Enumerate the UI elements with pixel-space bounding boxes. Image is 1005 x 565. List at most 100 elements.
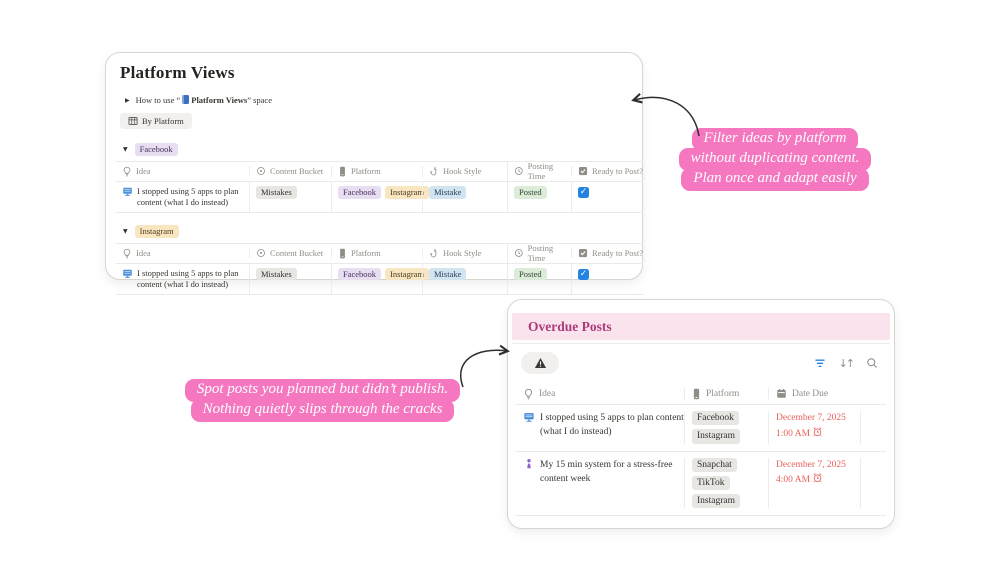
table-header: Idea Content Bucket Platform Hook Style … xyxy=(116,160,643,182)
hook-icon xyxy=(429,248,437,257)
empty-cell xyxy=(860,411,886,444)
howto-text: How to use “Platform Views” space xyxy=(135,95,272,105)
table-row[interactable]: I stopped using 5 apps to plan content (… xyxy=(116,263,643,295)
column-header-ready-to-post[interactable]: Ready to Post? xyxy=(571,166,643,177)
table-header: Idea Content Bucket Platform Hook Style … xyxy=(116,242,643,264)
date-due-text: December 7, 2025 4:00 AM xyxy=(776,459,846,486)
hook-style-cell[interactable]: Mistake xyxy=(422,263,507,294)
tag-instagram: Instagram xyxy=(692,429,740,444)
empty-cell xyxy=(860,457,886,509)
column-header-posting-time[interactable]: Posting Time xyxy=(507,161,571,182)
column-header-platform[interactable]: Platform xyxy=(684,387,768,400)
table-row[interactable]: I stopped using 5 apps to plan content (… xyxy=(516,405,886,452)
ready-cell[interactable]: ✓ xyxy=(571,181,643,212)
filter-icon[interactable] xyxy=(814,358,826,369)
overdue-table: Idea Platform Date Due I stopped using 5… xyxy=(516,383,886,517)
note-line: Filter ideas by platform xyxy=(691,128,859,151)
hook-style-cell[interactable]: Mistake xyxy=(422,181,507,212)
platform-cell[interactable]: Facebook Instagram xyxy=(331,263,430,294)
platform-cell[interactable]: Facebook Instagram xyxy=(331,181,430,212)
tag-instagram: Instagram xyxy=(385,185,430,199)
tag-posted: Posted xyxy=(514,185,547,199)
table-grid-icon xyxy=(128,117,138,125)
target-icon xyxy=(257,167,265,176)
column-header-hook-style[interactable]: Hook Style xyxy=(422,247,507,259)
table-row[interactable]: I stopped using 5 apps to plan content (… xyxy=(116,181,643,213)
date-due-cell[interactable]: December 7, 2025 1:00 AM xyxy=(768,411,860,444)
checkbox-icon xyxy=(578,167,588,176)
idea-text: I stopped using 5 apps to plan content (… xyxy=(540,413,684,438)
idea-text: I stopped using 5 apps to plan content (… xyxy=(137,185,239,208)
ready-checkbox-checked[interactable]: ✓ xyxy=(578,268,589,280)
column-header-platform[interactable]: Platform xyxy=(331,247,422,259)
howto-toggle-row[interactable]: ▶ How to use “Platform Views” space xyxy=(125,95,642,105)
note-line: Plan once and adapt easily xyxy=(681,168,869,191)
chevron-right-icon[interactable]: ▶ xyxy=(125,96,130,104)
tag-facebook: Facebook xyxy=(692,411,739,426)
tag-facebook: Facebook xyxy=(338,185,382,199)
ready-checkbox-checked[interactable]: ✓ xyxy=(578,186,589,198)
table-header: Idea Platform Date Due xyxy=(516,383,886,405)
column-header-hook-style[interactable]: Hook Style xyxy=(422,165,507,177)
idea-cell[interactable]: I stopped using 5 apps to plan content (… xyxy=(116,182,249,212)
platform-cell[interactable]: Snapchat TikTok Instagram xyxy=(684,457,768,509)
warning-button[interactable] xyxy=(521,352,559,374)
column-header-idea[interactable]: Idea xyxy=(116,166,249,177)
chevron-down-icon[interactable]: ▼ xyxy=(123,227,128,235)
group-header-facebook[interactable]: ▼ Facebook xyxy=(123,143,642,156)
posting-time-cell[interactable]: Posted xyxy=(507,181,571,212)
overdue-title: Overdue Posts xyxy=(528,318,612,334)
ready-cell[interactable]: ✓ xyxy=(571,263,643,294)
idea-cell[interactable]: I stopped using 5 apps to plan content (… xyxy=(516,411,684,444)
column-header-date-due[interactable]: Date Due xyxy=(768,388,860,399)
alarm-clock-icon xyxy=(813,473,823,483)
column-header-idea[interactable]: Idea xyxy=(516,388,684,400)
idea-cell[interactable]: I stopped using 5 apps to plan content (… xyxy=(116,264,249,294)
search-icon[interactable] xyxy=(866,357,878,369)
platform-table-facebook: Idea Content Bucket Platform Hook Style … xyxy=(116,160,643,213)
column-header-ready-to-post[interactable]: Ready to Post? xyxy=(571,248,643,258)
idea-cell[interactable]: My 15 min system for a stress-free conte… xyxy=(516,458,684,509)
column-header-platform[interactable]: Platform xyxy=(331,165,422,177)
tag-instagram: Instagram xyxy=(385,267,430,281)
sort-icon[interactable]: ↓↑ xyxy=(838,356,856,370)
page-title: Platform Views xyxy=(120,63,235,82)
note-bubble-platform: Filter ideas by platform without duplica… xyxy=(655,128,895,191)
idea-text: My 15 min system for a stress-free conte… xyxy=(540,459,673,484)
posting-time-cell[interactable]: Posted xyxy=(507,263,571,294)
column-header-posting-time[interactable]: Posting Time xyxy=(507,243,571,263)
calendar-icon xyxy=(777,388,786,398)
platform-cell[interactable]: Facebook Instagram xyxy=(684,411,768,444)
phone-icon xyxy=(340,248,345,258)
date-due-cell[interactable]: December 7, 2025 4:00 AM xyxy=(768,457,860,509)
note-bubble-overdue: Spot posts you planned but didn’t publis… xyxy=(150,379,495,422)
column-header-content-bucket[interactable]: Content Bucket xyxy=(249,166,331,177)
tag-posted: Posted xyxy=(514,267,547,281)
group-header-instagram[interactable]: ▼ Instagram xyxy=(123,224,642,238)
group-tag: Facebook xyxy=(134,143,178,156)
computer-icon xyxy=(523,411,535,423)
column-header-idea[interactable]: Idea xyxy=(116,248,249,259)
alarm-clock-icon xyxy=(813,426,823,437)
person-icon xyxy=(523,458,535,470)
platform-table-instagram: Idea Content Bucket Platform Hook Style … xyxy=(116,242,643,295)
platform-views-panel: Platform Views ▶ How to use “Platform Vi… xyxy=(105,52,643,295)
warning-icon xyxy=(534,357,546,369)
hook-icon xyxy=(429,166,437,176)
overdue-posts-panel: Overdue Posts ↓↑ Idea Platform Date Due xyxy=(507,299,895,529)
idea-text: I stopped using 5 apps to plan content (… xyxy=(137,267,239,289)
content-bucket-cell[interactable]: Mistakes xyxy=(249,263,331,294)
column-header-content-bucket[interactable]: Content Bucket xyxy=(249,248,331,258)
chevron-down-icon[interactable]: ▼ xyxy=(123,145,128,153)
table-row[interactable]: My 15 min system for a stress-free conte… xyxy=(516,452,886,517)
lightbulb-icon xyxy=(123,248,131,258)
content-bucket-cell[interactable]: Mistakes xyxy=(249,181,331,212)
checkbox-icon xyxy=(578,248,588,258)
note-line: Nothing quietly slips through the cracks xyxy=(190,399,455,422)
tag-snapchat: Snapchat xyxy=(692,457,737,472)
target-icon xyxy=(257,249,265,257)
tag-instagram: Instagram xyxy=(692,494,740,509)
computer-icon xyxy=(122,268,133,279)
tag-facebook: Facebook xyxy=(338,267,382,281)
tab-by-platform[interactable]: By Platform xyxy=(120,113,192,129)
